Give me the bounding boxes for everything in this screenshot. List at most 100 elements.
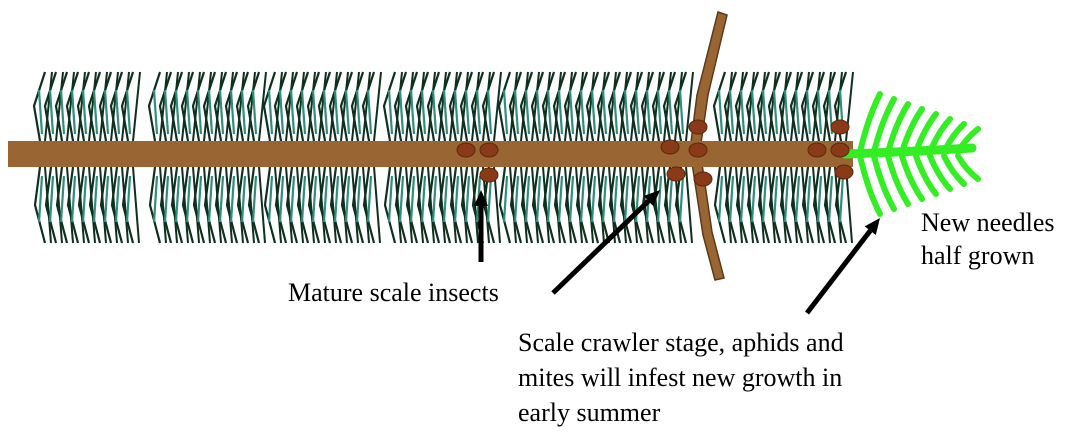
needle-highlight (105, 90, 108, 134)
needle-highlight (50, 90, 53, 134)
needle-highlight (796, 90, 799, 134)
needle-highlight (537, 176, 540, 222)
needle-highlight (455, 176, 458, 222)
scale-insect (831, 120, 849, 134)
needle-highlight (680, 176, 683, 222)
label-line: Scale crawler stage, aphids and (518, 325, 844, 360)
needle-highlight (658, 90, 661, 134)
needle-highlight (231, 176, 234, 222)
needle-highlight (269, 90, 272, 134)
label-line: Mature scale insects (288, 276, 499, 309)
needle-highlight (242, 90, 245, 134)
needle-highlight (94, 176, 97, 222)
needle-highlight (592, 176, 595, 222)
label-line: mites will infest new growth in (518, 360, 844, 395)
needle-highlight (94, 90, 97, 134)
scale-insect (457, 143, 475, 157)
needle-highlight (72, 176, 75, 222)
needle-highlight (614, 176, 617, 222)
needle-highlight (83, 176, 86, 222)
needle-highlight (411, 90, 414, 134)
needle (133, 167, 139, 243)
needle-highlight (636, 90, 639, 134)
needle-highlight (466, 176, 469, 222)
needle-highlight (116, 90, 119, 134)
needle (374, 167, 380, 243)
needle-highlight (444, 176, 447, 222)
needle-highlight (291, 176, 294, 222)
needle-highlight (209, 90, 212, 134)
new-needle (958, 156, 978, 179)
needle-highlight (127, 176, 130, 222)
needle-highlight (840, 176, 843, 222)
needle-highlight (548, 176, 551, 222)
needle-highlight (242, 176, 245, 222)
needle-highlight (796, 176, 799, 222)
needle-highlight (477, 90, 480, 134)
needle (374, 72, 381, 141)
needle-highlight (625, 90, 628, 134)
needle-highlight (39, 90, 42, 134)
needle-highlight (324, 176, 327, 222)
scale-insect (689, 120, 707, 134)
needle-highlight (592, 90, 595, 134)
needle-highlight (324, 90, 327, 134)
needle-highlight (198, 90, 201, 134)
needle-highlight (785, 90, 788, 134)
needle-highlight (444, 90, 447, 134)
needle-highlight (39, 176, 42, 222)
needle-highlight (302, 90, 305, 134)
needle-highlight (504, 90, 507, 134)
needle-highlight (313, 176, 316, 222)
needle-highlight (253, 90, 256, 134)
needle-highlight (559, 176, 562, 222)
needle-highlight (818, 90, 821, 134)
needle-highlight (647, 90, 650, 134)
needle-highlight (198, 176, 201, 222)
needle-highlight (774, 90, 777, 134)
scale-insect (694, 172, 712, 186)
needle-highlight (165, 176, 168, 222)
needle-highlight (829, 176, 832, 222)
needle-highlight (581, 90, 584, 134)
needle-highlight (422, 90, 425, 134)
needle-highlight (807, 90, 810, 134)
needle-highlight (335, 176, 338, 222)
needle (686, 167, 692, 243)
needle-highlight (105, 176, 108, 222)
needle-highlight (526, 176, 529, 222)
needle-highlight (357, 90, 360, 134)
scale-insect (667, 167, 685, 181)
needle-highlight (187, 176, 190, 222)
needle-highlight (455, 90, 458, 134)
needle-highlight (220, 90, 223, 134)
label-line: half grown (921, 239, 1055, 272)
scale-insect (480, 168, 498, 182)
needle-highlight (368, 90, 371, 134)
needle-highlight (669, 90, 672, 134)
needle-highlight (127, 90, 130, 134)
needle-highlight (83, 90, 86, 134)
needle-highlight (231, 90, 234, 134)
scale-insect (480, 143, 498, 157)
needle-highlight (658, 176, 661, 222)
needle-highlight (581, 176, 584, 222)
needle-highlight (763, 90, 766, 134)
needle-highlight (176, 90, 179, 134)
needle-highlight (752, 176, 755, 222)
needle-highlight (488, 90, 491, 134)
needle-highlight (269, 176, 272, 222)
needle-highlight (625, 176, 628, 222)
needle-highlight (433, 176, 436, 222)
needle-highlight (411, 176, 414, 222)
needle-highlight (466, 90, 469, 134)
label-mature-scale-insects: Mature scale insects (288, 276, 499, 309)
needle-highlight (774, 176, 777, 222)
needle-highlight (548, 90, 551, 134)
label-line: early summer (518, 395, 844, 430)
label-crawler-stage: Scale crawler stage, aphids and mites wi… (518, 325, 844, 430)
needle-highlight (116, 176, 119, 222)
needle-highlight (603, 90, 606, 134)
needle-highlight (504, 176, 507, 222)
needle-highlight (719, 176, 722, 222)
